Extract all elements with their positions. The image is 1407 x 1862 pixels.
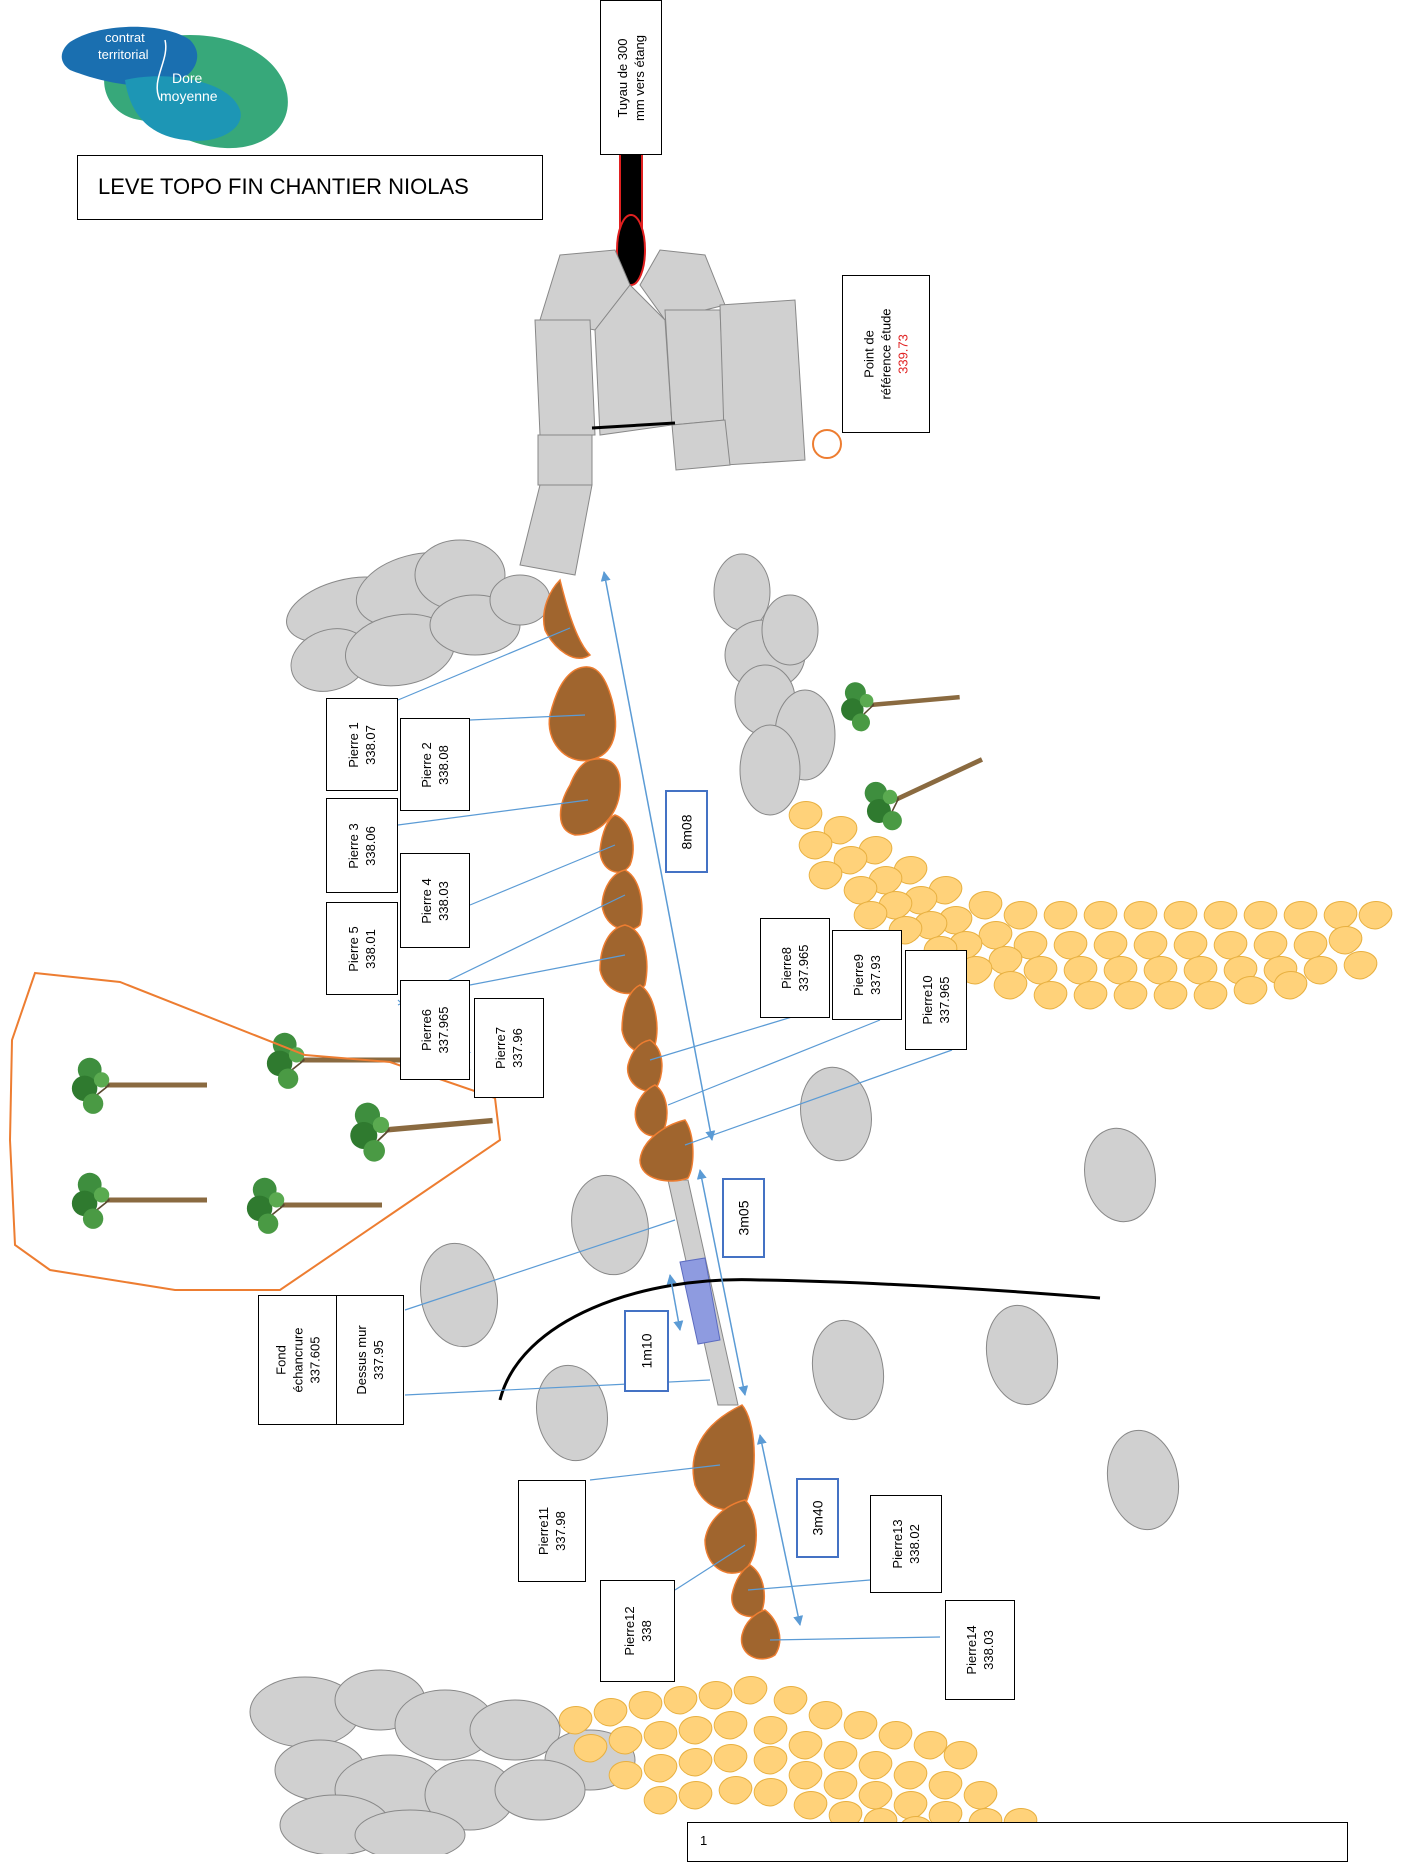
stone-label-name: Pierre11 — [536, 1506, 551, 1556]
stone-label-value: 337.965 — [937, 976, 952, 1024]
dimension-value: 3m05 — [735, 1200, 751, 1236]
stone-label-value: 337.965 — [436, 1006, 451, 1054]
stone-11 — [692, 1404, 755, 1511]
stone-label-name: Pierre 2 — [419, 741, 434, 788]
rock-pile-right — [713, 553, 836, 816]
dimension-3m40: 3m40 — [796, 1478, 839, 1558]
stone-label-value: 338.03 — [436, 880, 451, 921]
stone-label-name: Pierre 5 — [346, 925, 361, 972]
pipe-label-line1: Tuyau de 300 — [615, 37, 630, 118]
stone-6 — [599, 924, 648, 995]
leader-lines — [397, 627, 953, 1641]
pipe — [616, 149, 646, 286]
page-title: LEVE TOPO FIN CHANTIER NIOLAS — [98, 174, 469, 199]
reference-label-line2: référence étude — [878, 308, 894, 400]
stone-label-value: 337.96 — [510, 1028, 525, 1068]
wall-top-value: 337.95 — [371, 1340, 386, 1380]
scattered-rocks — [420, 1066, 1180, 1531]
wall-top-label-line1: Dessus mur — [354, 1325, 369, 1395]
stone-label-name: Pierre12 — [621, 1606, 637, 1656]
stone-label-name: Pierre7 — [493, 1027, 508, 1069]
notch-label-line1: Fond — [273, 1345, 289, 1375]
notch-label: Fond échancrure 337.605 — [258, 1295, 338, 1425]
dimension-3m05: 3m05 — [722, 1178, 765, 1258]
stone-label-name: Pierre14 — [964, 1625, 979, 1675]
stone-label-value: 337.93 — [868, 955, 883, 995]
headwork-structure — [519, 249, 806, 576]
rock-pile-bottom — [249, 1669, 636, 1854]
stone-label-name: Pierre6 — [419, 1009, 434, 1051]
stone-label-name: Pierre 3 — [346, 822, 361, 869]
notch-value: 337.605 — [307, 1336, 323, 1384]
dimension-arrows — [600, 571, 804, 1626]
footer-note: 1 — [700, 1833, 708, 1848]
dimension-8m08: 8m08 — [665, 790, 708, 873]
pipe-label-line2: mm vers étang — [632, 34, 647, 121]
reference-label-line1: Point de — [861, 330, 877, 378]
stone-label-value: 338.01 — [363, 928, 378, 969]
stone-1 — [543, 578, 592, 659]
logo-text-4: moyenne — [160, 88, 218, 104]
wall-crest-curve — [498, 1278, 1101, 1401]
stone-label-name: Pierre9 — [851, 954, 866, 996]
title-box: LEVE TOPO FIN CHANTIER NIOLAS — [77, 155, 543, 220]
dimension-value: 3m40 — [809, 1500, 825, 1536]
logo-text-1: contrat — [105, 30, 145, 45]
headwork-crest-line — [591, 421, 676, 430]
logo-text-3: Dore — [172, 70, 203, 86]
stone-label-name: Pierre 1 — [346, 721, 361, 768]
stone-12 — [704, 1499, 757, 1574]
reference-label: Point de référence étude 339.73 — [842, 275, 930, 433]
dimension-1m10: 1m10 — [624, 1310, 669, 1392]
dimension-value: 8m08 — [678, 813, 694, 850]
stone-label-value: 338.06 — [363, 825, 378, 866]
stone-label-name: Pierre8 — [779, 947, 794, 989]
stone-label-value: 338.03 — [981, 1630, 996, 1670]
pipe-label: Tuyau de 300 mm vers étang — [600, 0, 662, 155]
gravel-bands — [558, 801, 1393, 1845]
stone-label-name: Pierre 4 — [419, 877, 434, 924]
stone-label-name: Pierre10 — [920, 975, 935, 1025]
enclosure-outline — [8, 971, 502, 1291]
reference-point-marker — [812, 429, 842, 459]
reference-value: 339.73 — [895, 334, 911, 374]
rock-pile-left — [286, 539, 551, 692]
logo — [61, 26, 288, 149]
stone-label-value: 338 — [638, 1620, 654, 1642]
wall-top-label: Dessus mur 337.95 — [336, 1295, 404, 1425]
stone-2 — [548, 666, 617, 762]
stone-label-value: 338.07 — [363, 724, 378, 765]
stone-label-value: 337.965 — [796, 944, 811, 992]
stone-label-name: Pierre13 — [890, 1519, 905, 1569]
stone-5 — [601, 869, 643, 931]
logo-text-2: territorial — [98, 47, 149, 62]
stone-label-value: 338.02 — [907, 1524, 922, 1564]
notch-label-line2: échancrure — [290, 1327, 306, 1393]
stone-label-value: 337.98 — [553, 1511, 568, 1551]
dimension-value: 1m10 — [638, 1333, 654, 1369]
stone-label-value: 338.08 — [436, 744, 451, 785]
stone-9 — [634, 1084, 668, 1137]
footer-note-box: 1 — [687, 1822, 1348, 1862]
stone-14 — [740, 1609, 781, 1660]
